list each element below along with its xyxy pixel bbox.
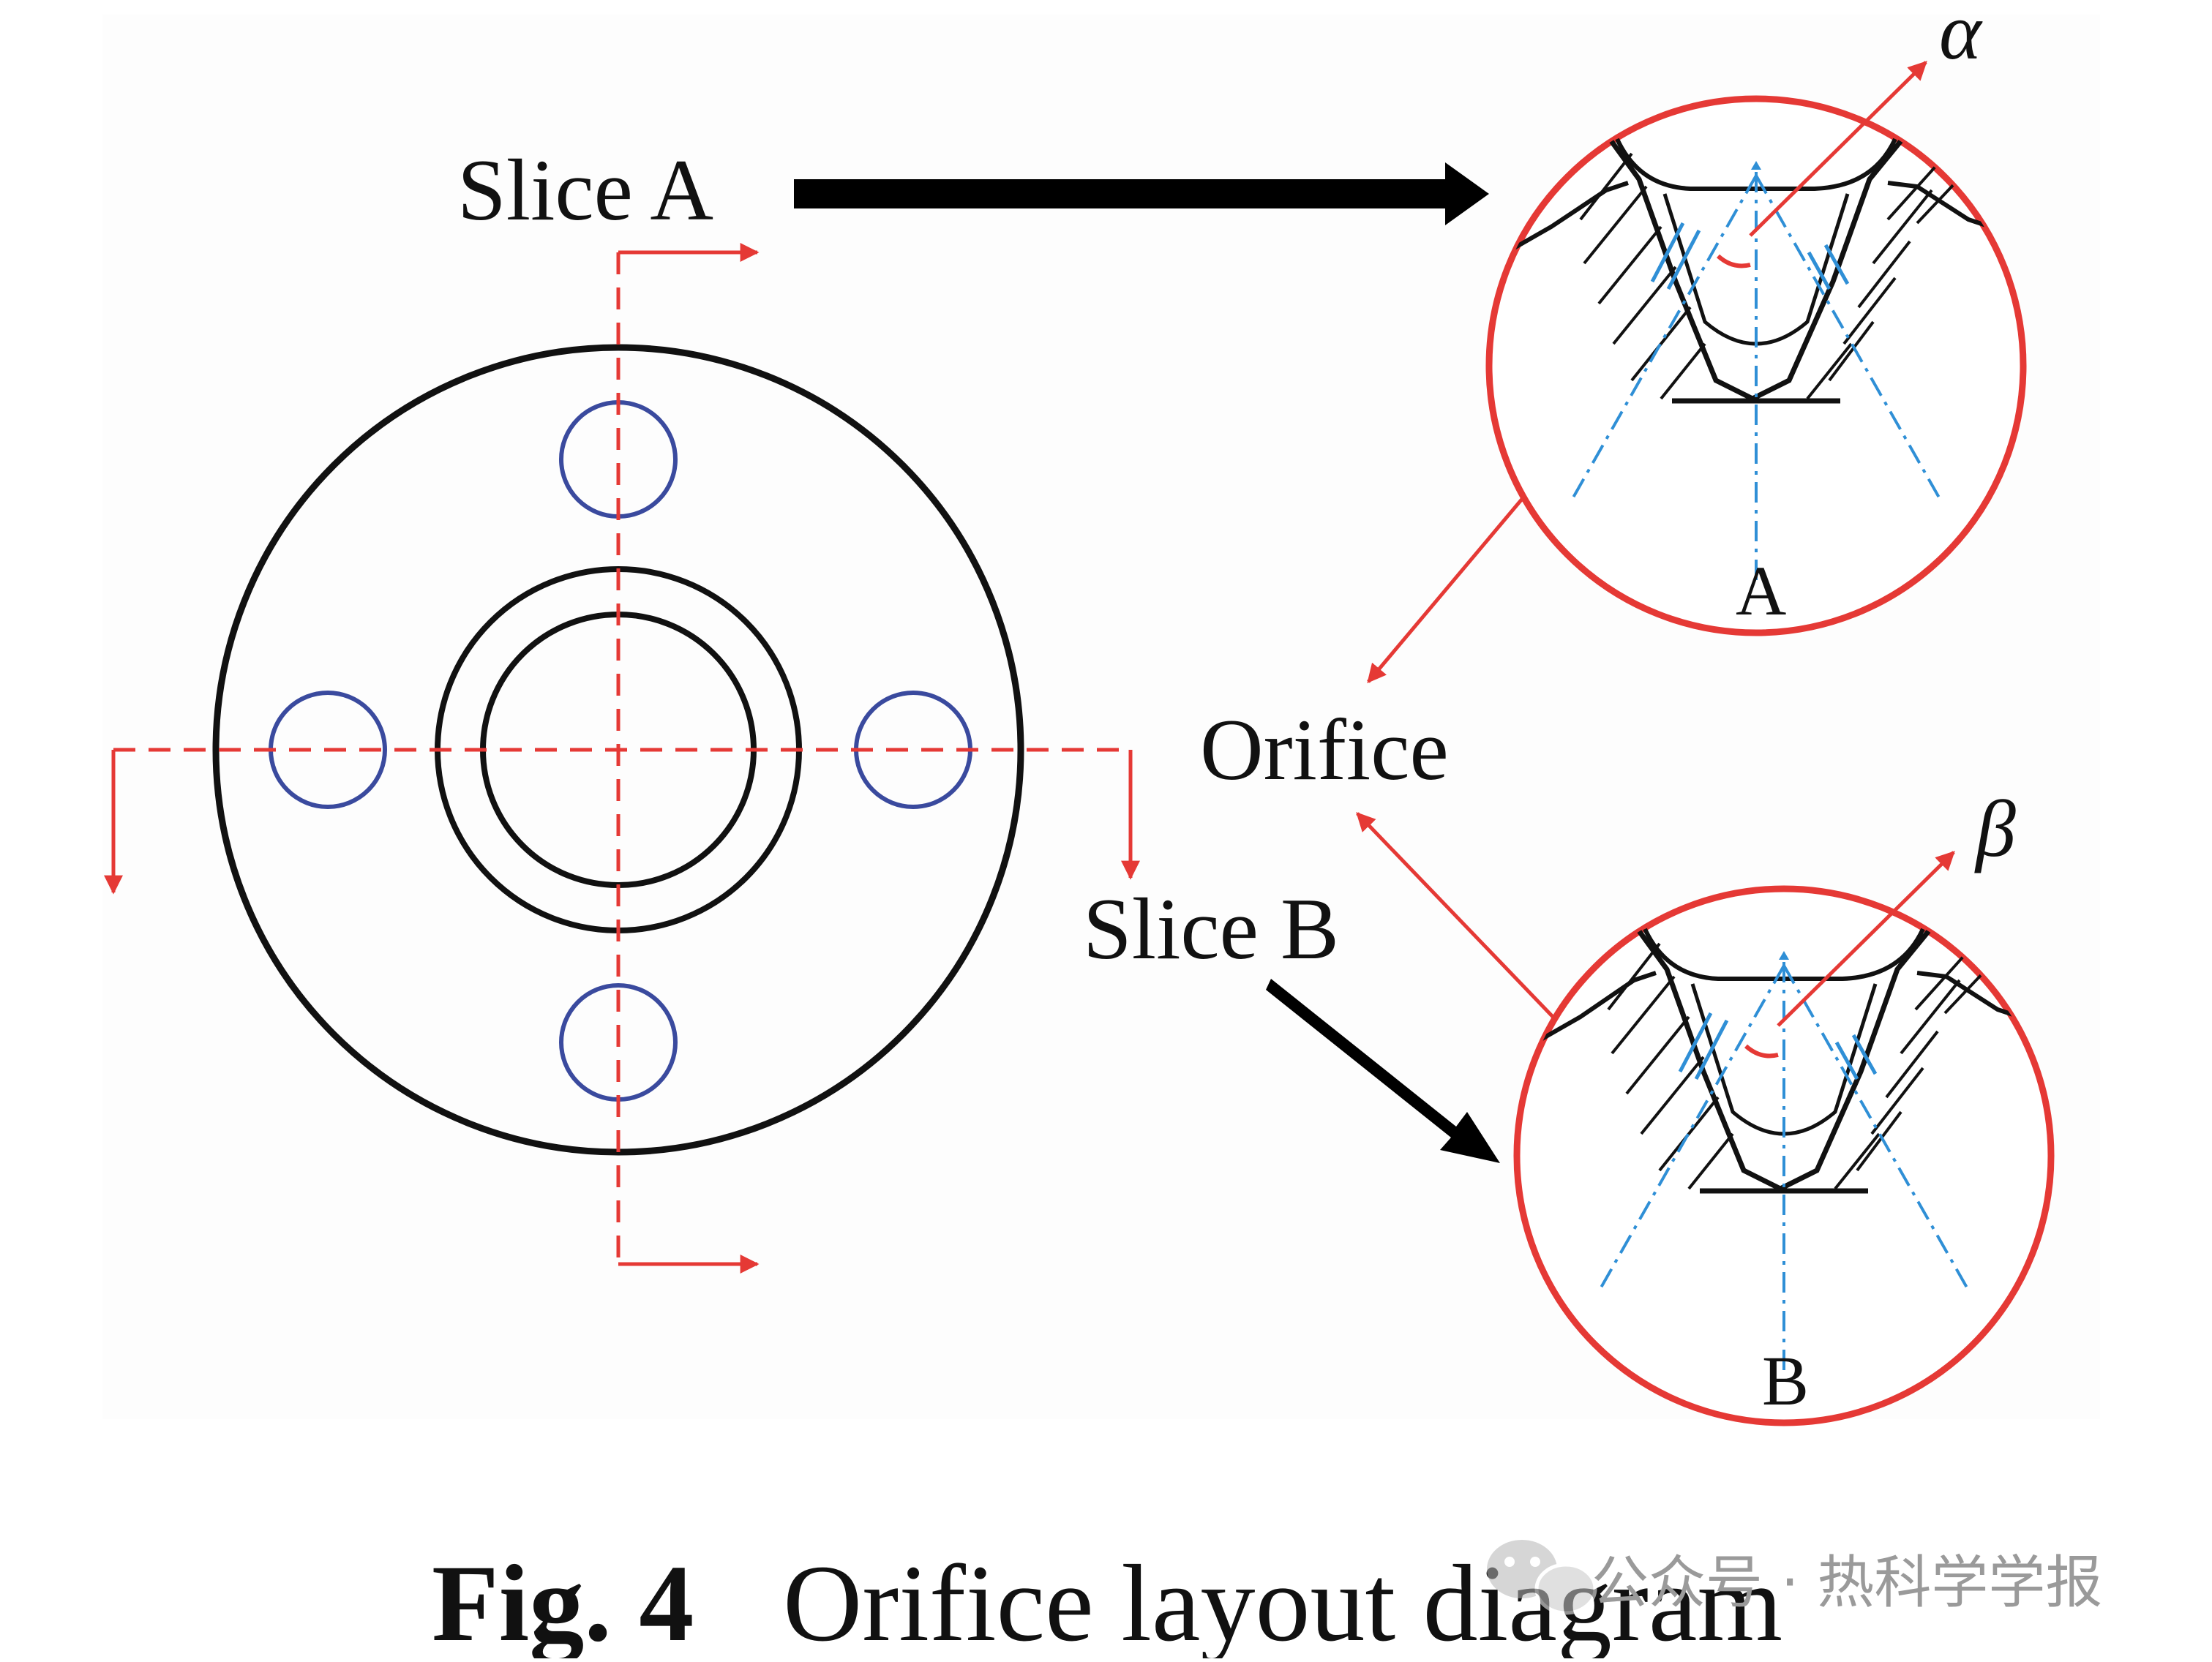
wechat-icon	[1487, 1540, 1597, 1615]
section-line-b	[104, 748, 1140, 895]
alpha-indicator-line	[1749, 61, 1927, 237]
caption-text: Orifice layout diagram	[783, 1543, 1782, 1658]
slice-b-arrow	[1266, 979, 1500, 1163]
alpha-label: α	[1939, 0, 1983, 76]
caption-number: Fig. 4	[432, 1543, 694, 1658]
slice-a-arrow	[794, 162, 1489, 225]
detail-view-b: B	[1513, 885, 2055, 1426]
detail-b-letter: B	[1762, 1342, 1809, 1420]
section-line-a	[616, 243, 760, 1274]
detail-a-letter: A	[1736, 552, 1786, 630]
beta-label: β	[1974, 784, 2016, 873]
slice-a-label: Slice A	[457, 141, 713, 238]
watermark-text: 公众号 · 热科学学报	[1591, 1550, 2102, 1616]
flange-top-view	[104, 243, 1140, 1274]
detail-view-a: A	[1485, 95, 2027, 636]
beta-indicator-line	[1777, 851, 1955, 1027]
slice-b-label: Slice B	[1083, 880, 1339, 977]
orifice-label: Orifice	[1200, 701, 1449, 798]
